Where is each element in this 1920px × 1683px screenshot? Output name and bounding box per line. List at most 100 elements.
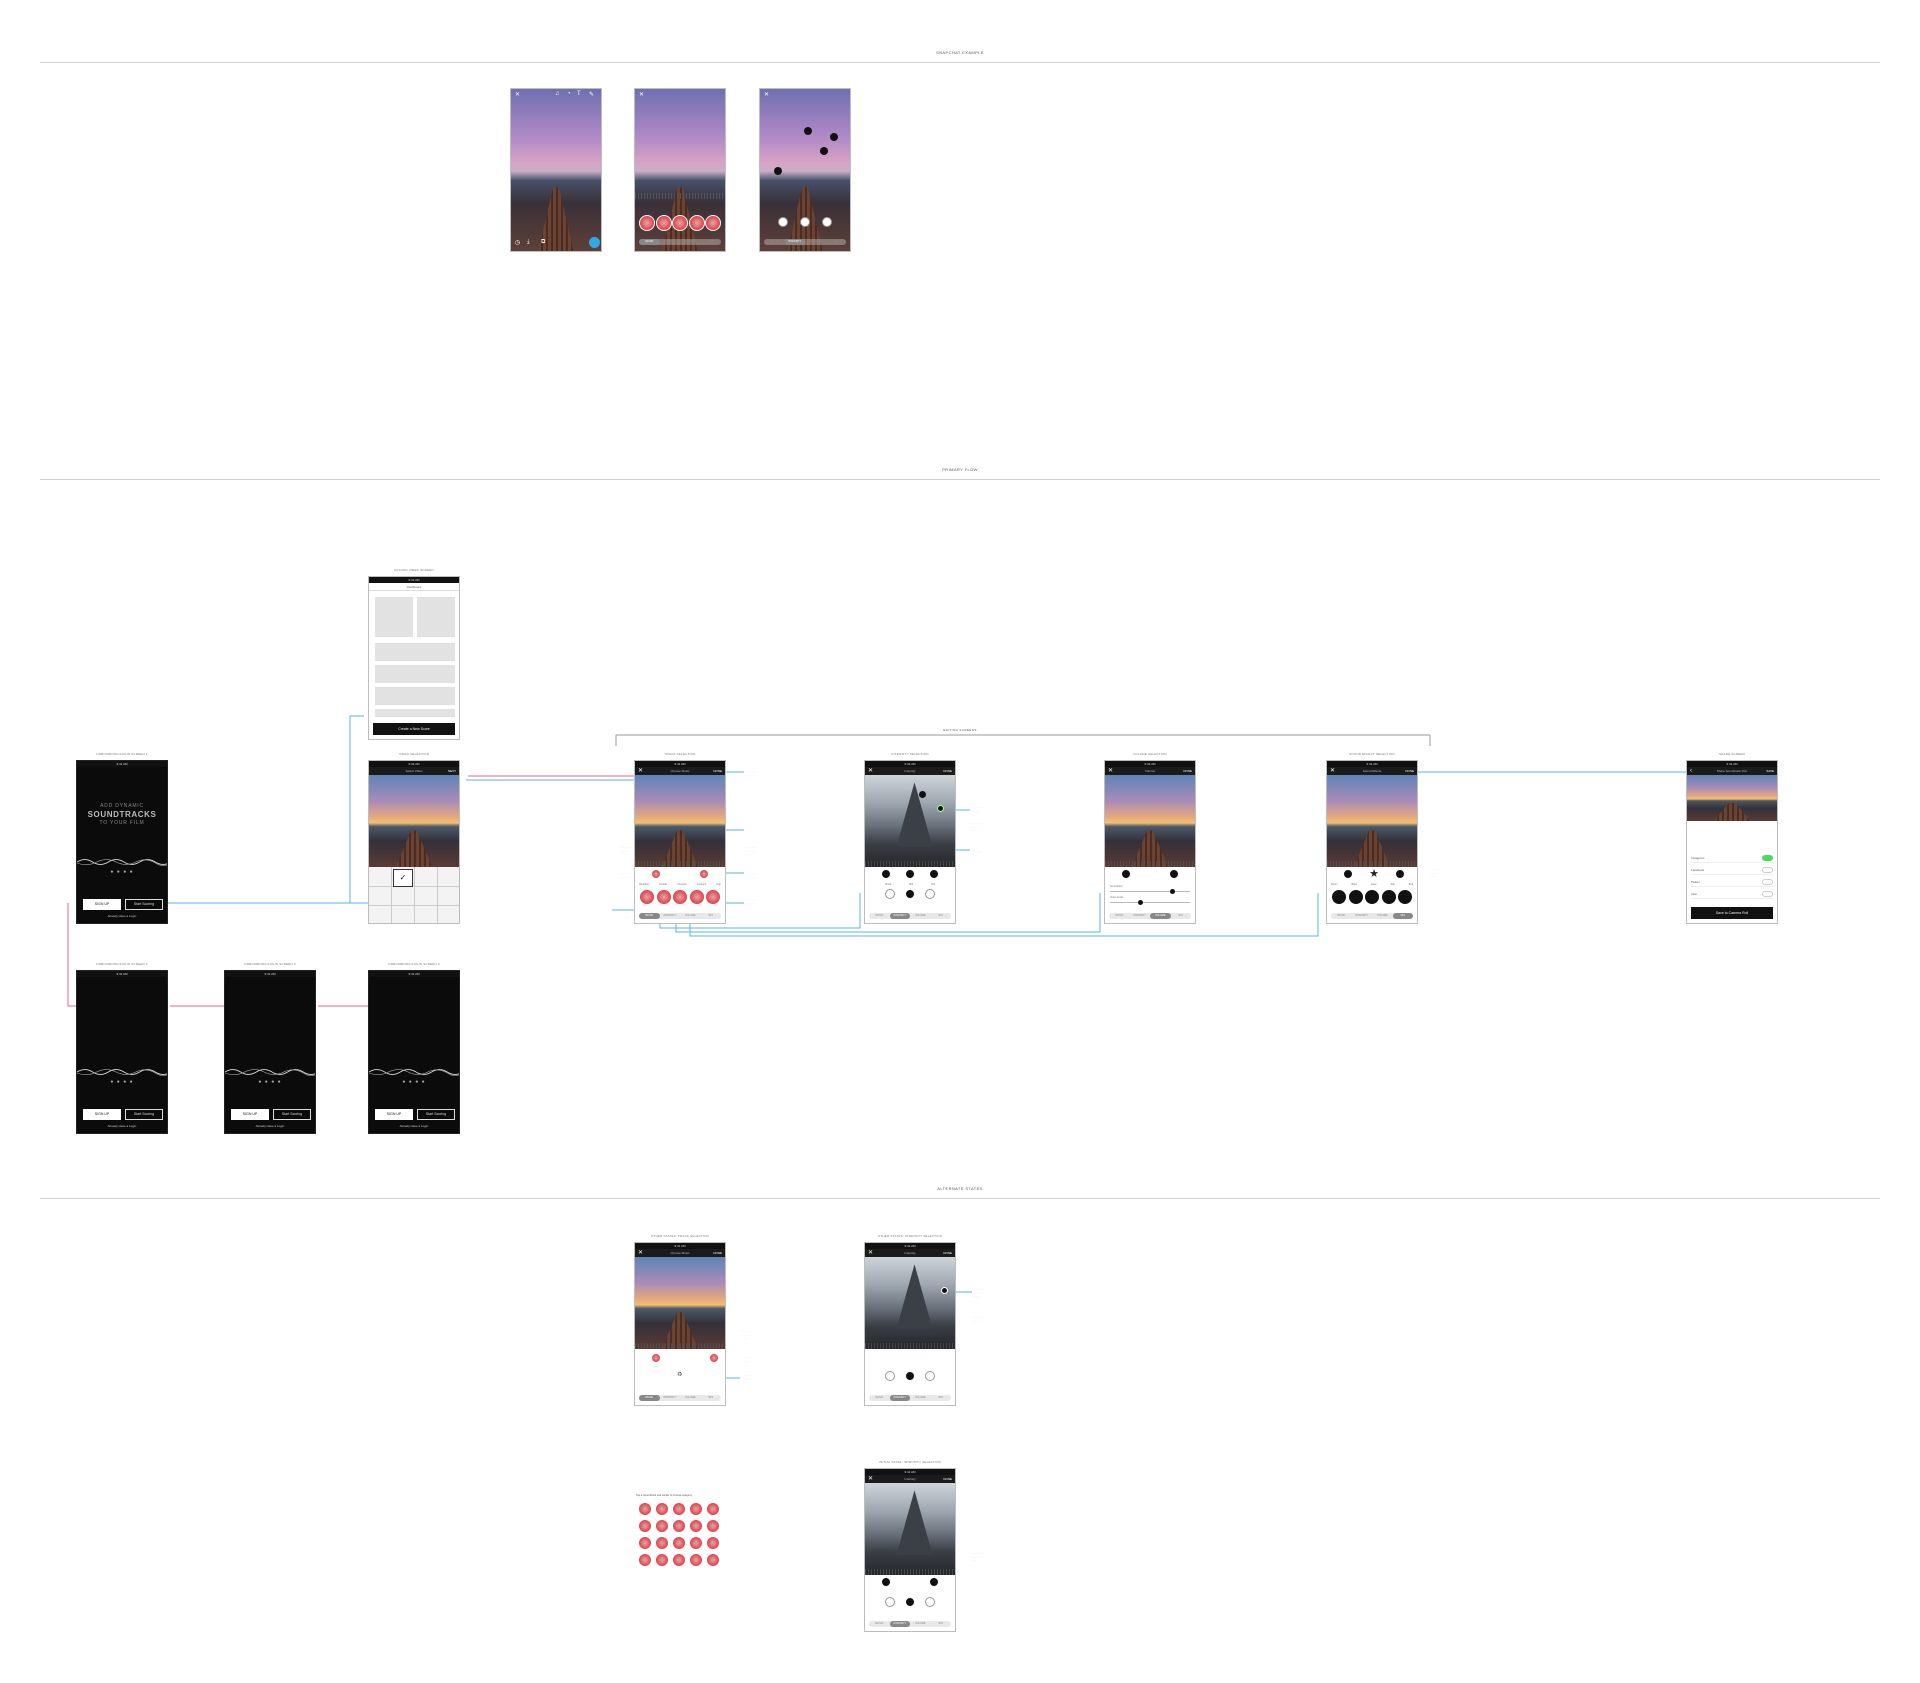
tab-music[interactable]: MUSIC — [875, 914, 884, 917]
sticker[interactable] — [689, 1502, 703, 1516]
save-to-camera-roll-button[interactable]: Save to Camera Roll — [1691, 907, 1773, 919]
sticker[interactable] — [706, 1553, 720, 1567]
close-icon[interactable]: ✕ — [1108, 768, 1114, 774]
tab-music[interactable]: MUSIC — [639, 1395, 660, 1401]
done-button[interactable]: DONE — [713, 769, 722, 773]
sticker[interactable] — [672, 1502, 686, 1516]
tab-intensity[interactable]: INTENSITY — [889, 913, 910, 919]
star-icon[interactable]: ★ — [1369, 868, 1379, 880]
tab-music[interactable]: MUSIC — [1337, 914, 1346, 917]
create-score-button[interactable]: Create a New Score — [373, 723, 455, 735]
close-icon[interactable]: ✕ — [638, 1250, 644, 1256]
intensity-node[interactable] — [941, 1287, 948, 1294]
tab-music[interactable]: MUSIC — [639, 239, 660, 245]
close-icon[interactable]: ✕ — [868, 1250, 874, 1256]
start-scoring-button[interactable]: Start Scoring — [273, 1109, 311, 1120]
sign-up-button[interactable]: SIGN UP — [83, 899, 121, 910]
start-scoring-button[interactable]: Start Scoring — [125, 1109, 163, 1120]
tab-intensity[interactable]: INTENSITY — [889, 1621, 910, 1627]
tab-music[interactable]: MUSIC — [770, 240, 779, 243]
sfx-circle[interactable] — [1397, 889, 1413, 905]
intensity-marker[interactable] — [881, 1577, 891, 1587]
sticker[interactable] — [672, 1553, 686, 1567]
sign-up-button[interactable]: SIGN UP — [231, 1109, 269, 1120]
tab-volume[interactable]: VOLUME — [684, 1396, 696, 1399]
tab-volume[interactable]: VOLUME — [1150, 913, 1171, 919]
tab-intensity[interactable]: INTENSITY — [663, 914, 677, 917]
intensity-circle[interactable] — [905, 1597, 915, 1607]
next-button[interactable]: NEXT — [447, 769, 456, 773]
done-button[interactable]: DONE — [943, 1477, 952, 1481]
share-option-instagram[interactable]: Instagram — [1691, 853, 1773, 863]
share-story-icon[interactable]: ⧉ — [541, 239, 546, 245]
tab-intensity[interactable]: INTENSITY — [1355, 914, 1369, 917]
intensity-marker[interactable] — [905, 869, 915, 879]
start-scoring-button[interactable]: Start Scoring — [417, 1109, 455, 1120]
selected-check-icon[interactable]: ✓ — [393, 869, 413, 887]
sticker[interactable] — [655, 1519, 669, 1533]
sticker[interactable] — [706, 1502, 720, 1516]
sticker[interactable] — [706, 1519, 720, 1533]
sticker[interactable] — [672, 1519, 686, 1533]
sfx-circle[interactable] — [1364, 889, 1380, 905]
sticker[interactable] — [638, 1502, 652, 1516]
login-link[interactable]: Already Have a Login — [107, 1124, 137, 1128]
intensity-circle[interactable] — [800, 217, 810, 227]
tab-sfx[interactable]: SFX — [938, 914, 944, 917]
tab-volume[interactable]: VOLUME — [684, 240, 696, 243]
sfx-marker[interactable] — [1395, 869, 1405, 879]
close-icon[interactable]: ✕ — [639, 92, 645, 98]
track-circle[interactable] — [655, 215, 672, 231]
sticker[interactable] — [672, 1536, 686, 1550]
track-circle[interactable] — [672, 215, 688, 231]
trash-icon[interactable]: ♻ — [677, 1372, 683, 1378]
tab-volume[interactable]: VOLUME — [684, 914, 696, 917]
text-icon[interactable]: T — [577, 91, 581, 97]
track-circle[interactable] — [672, 889, 688, 905]
download-icon[interactable]: ⤓ — [527, 239, 530, 245]
tab-sfx[interactable]: SFX — [938, 1396, 944, 1399]
sticker[interactable] — [706, 1536, 720, 1550]
selected-track[interactable] — [709, 1353, 719, 1363]
intensity-circle[interactable] — [885, 1597, 895, 1607]
tab-sfx[interactable]: SFX — [1178, 914, 1184, 917]
tab-volume[interactable]: VOLUME — [914, 914, 926, 917]
tab-volume[interactable]: VOLUME — [1376, 914, 1388, 917]
tab-music[interactable]: MUSIC — [1115, 914, 1124, 917]
tab-volume[interactable]: VOLUME — [809, 240, 821, 243]
sticker[interactable] — [655, 1536, 669, 1550]
close-icon[interactable]: ✕ — [764, 92, 770, 98]
tab-music[interactable]: MUSIC — [639, 913, 660, 919]
close-icon[interactable]: ✕ — [638, 768, 644, 774]
intensity-node[interactable] — [937, 805, 944, 812]
tab-intensity[interactable]: INTENSITY — [1133, 914, 1147, 917]
toggle-switch[interactable] — [1762, 891, 1773, 897]
toggle-switch[interactable] — [1762, 879, 1773, 885]
sfx-circle[interactable] — [1380, 889, 1397, 905]
done-button[interactable]: DONE — [1183, 769, 1192, 773]
tab-sfx[interactable]: SFX — [833, 240, 839, 243]
tab-sfx[interactable]: SFX — [1392, 913, 1413, 919]
tab-sfx[interactable]: SFX — [708, 240, 714, 243]
video-audio-slider[interactable] — [1110, 900, 1190, 905]
track-circle[interactable] — [705, 215, 721, 231]
track-circle[interactable] — [655, 889, 672, 905]
back-icon[interactable]: ‹ — [1690, 768, 1692, 774]
track-circle[interactable] — [705, 889, 721, 905]
intensity-circle[interactable] — [925, 889, 935, 899]
tab-volume[interactable]: VOLUME — [914, 1622, 926, 1625]
intensity-node[interactable] — [774, 167, 782, 175]
volume-marker[interactable] — [1121, 869, 1131, 879]
intensity-circle[interactable] — [925, 1597, 935, 1607]
sticker[interactable] — [689, 1519, 703, 1533]
intensity-circle[interactable] — [822, 217, 832, 227]
intensity-node[interactable] — [820, 147, 828, 155]
sticker[interactable] — [638, 1536, 652, 1550]
soundtrack-slider[interactable] — [1110, 889, 1190, 894]
share-option-twitter[interactable]: Twitter — [1691, 877, 1773, 887]
music-note-icon[interactable]: ♫ — [555, 91, 560, 97]
sfx-circle[interactable] — [1347, 889, 1364, 905]
sticker[interactable] — [638, 1519, 652, 1533]
track-circle[interactable] — [639, 215, 655, 231]
tab-intensity[interactable]: INTENSITY — [663, 1396, 677, 1399]
